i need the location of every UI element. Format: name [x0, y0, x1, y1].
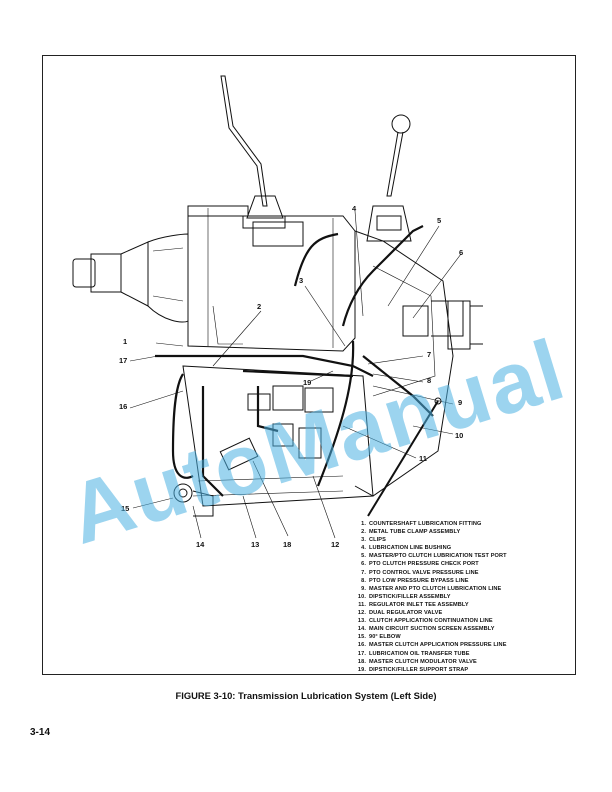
page-number: 3-14 — [30, 727, 51, 738]
legend-item: 9.MASTER AND PTO CLUTCH LUBRICATION LINE — [361, 585, 502, 592]
bell-housing — [147, 233, 189, 323]
callout-11: 11 — [419, 454, 427, 463]
legend-item: 17.LUBRICATION OIL TRANSFER TUBE — [357, 650, 470, 657]
regulator-valves — [219, 385, 334, 471]
callout-15: 15 — [121, 504, 130, 513]
figure-caption: FIGURE 3-10: Transmission Lubrication Sy… — [175, 690, 437, 701]
legend-item: 19.DIPSTICK/FILLER SUPPORT STRAP — [357, 666, 469, 673]
callout-6: 6 — [459, 248, 464, 257]
rear-yoke — [447, 300, 483, 350]
callout-17: 17 — [119, 356, 128, 365]
callout-7: 7 — [427, 350, 432, 359]
main-case — [187, 205, 356, 352]
legend-item: 3.CLIPS — [361, 537, 386, 544]
callout-16: 16 — [119, 402, 128, 411]
callout-4: 4 — [352, 204, 357, 213]
callout-13: 13 — [251, 540, 260, 549]
parts-legend: 1.COUNTERSHAFT LUBRICATION FITTING 2.MET… — [355, 520, 571, 674]
callout-12: 12 — [331, 540, 340, 549]
callout-3: 3 — [299, 276, 304, 285]
legend-item: 6.PTO CLUTCH PRESSURE CHECK PORT — [361, 561, 479, 568]
shift-lever-right — [366, 114, 412, 242]
legend-item: 8.PTO LOW PRESSURE BYPASS LINE — [361, 577, 469, 584]
transmission-drawing — [72, 75, 483, 539]
legend-item: 10.DIPSTICK/FILLER ASSEMBLY — [357, 593, 451, 600]
legend-item: 11.REGULATOR INLET TEE ASSEMBLY — [358, 601, 469, 608]
callout-10: 10 — [455, 431, 464, 440]
legend-item: 13.CLUTCH APPLICATION CONTINUATION LINE — [357, 618, 493, 625]
callout-2: 2 — [257, 302, 262, 311]
legend-item: 5.MASTER/PTO CLUTCH LUBRICATION TEST POR… — [361, 553, 507, 560]
suction-screen — [173, 483, 214, 517]
callout-leaders — [129, 210, 462, 539]
legend-item: 15.90° ELBOW — [357, 634, 401, 641]
dipstick — [367, 400, 439, 517]
callout-1: 1 — [123, 337, 128, 346]
legend-item: 16.MASTER CLUTCH APPLICATION PRESSURE LI… — [357, 642, 507, 649]
front-yoke — [72, 241, 149, 307]
legend-item: 18.MASTER CLUTCH MODULATOR VALVE — [357, 658, 477, 665]
legend-item: 12.DUAL REGULATOR VALVE — [357, 610, 443, 617]
callout-9: 9 — [458, 398, 463, 407]
legend-item: 1.COUNTERSHAFT LUBRICATION FITTING — [361, 521, 482, 527]
legend-item: 4.LUBRICATION LINE BUSHING — [361, 545, 452, 552]
lubrication-lines — [155, 225, 434, 497]
shift-lever-left — [220, 75, 286, 229]
callout-19: 19 — [303, 378, 312, 387]
callout-5: 5 — [437, 216, 442, 225]
legend-item: 2.METAL TUBE CLAMP ASSEMBLY — [361, 529, 461, 536]
callout-8: 8 — [427, 376, 432, 385]
callout-14: 14 — [196, 540, 205, 549]
callout-18: 18 — [283, 540, 292, 549]
legend-item: 7.PTO CONTROL VALVE PRESSURE LINE — [361, 569, 479, 576]
figure-frame: 1 2 3 4 5 6 7 8 9 10 11 12 13 14 15 16 1… — [42, 55, 576, 675]
legend-item: 14.MAIN CIRCUIT SUCTION SCREEN ASSEMBLY — [357, 626, 495, 633]
